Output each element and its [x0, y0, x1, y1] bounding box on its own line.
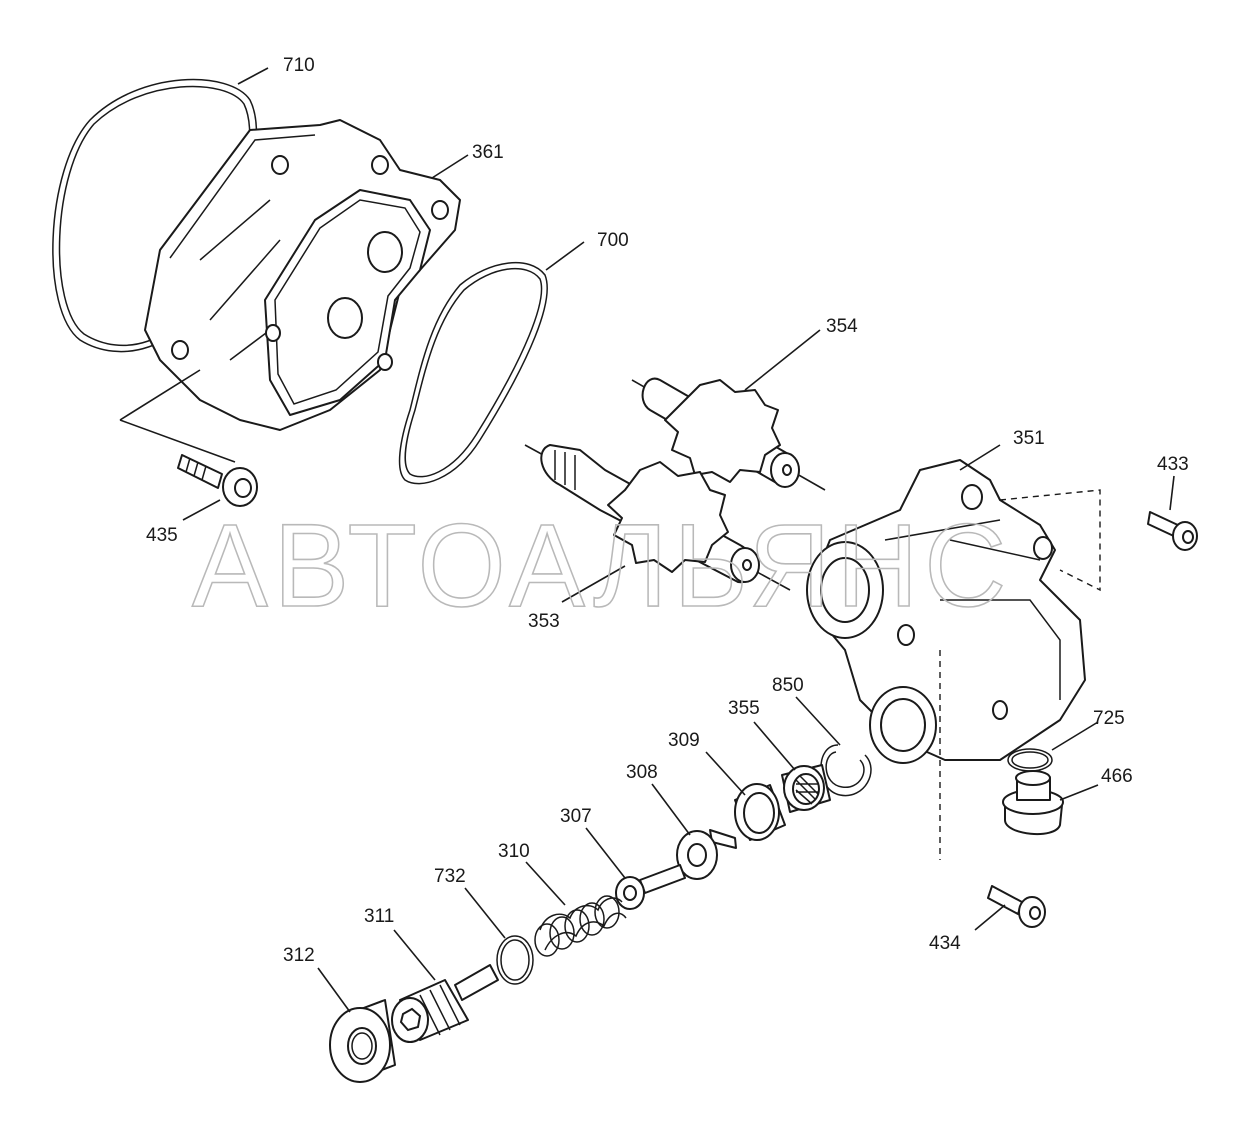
callout-311: 311 [364, 906, 394, 927]
leader-lines [182, 67, 1175, 1013]
callout-435: 435 [146, 525, 178, 546]
part-466-plug [1002, 770, 1064, 836]
callout-308: 308 [626, 762, 658, 783]
callout-312: 312 [283, 945, 315, 966]
callout-466: 466 [1101, 766, 1133, 787]
part-309-sleeve [734, 783, 786, 841]
part-351-pump-body [806, 459, 1101, 860]
part-308-piston [676, 829, 737, 880]
part-312-nut [329, 999, 396, 1083]
callout-433: 433 [1157, 454, 1189, 475]
callout-725: 725 [1093, 708, 1125, 729]
part-434-bolt [987, 885, 1046, 928]
part-850-snap-ring [820, 744, 872, 797]
part-433-bolt [1147, 511, 1198, 551]
callout-307: 307 [560, 806, 592, 827]
callout-354: 354 [826, 316, 858, 337]
callout-434: 434 [929, 933, 961, 954]
part-435-bolt [119, 369, 258, 507]
watermark: АВТОАЛЬЯНС [192, 500, 1012, 632]
callout-710: 710 [283, 55, 315, 76]
part-311-plug [391, 964, 499, 1043]
callout-353: 353 [528, 611, 560, 632]
part-310-spring [534, 895, 627, 957]
callouts: 710 361 700 354 351 433 435 353 850 355 … [146, 55, 1189, 966]
part-732-oring [496, 935, 534, 985]
callout-361: 361 [472, 142, 504, 163]
callout-732: 732 [434, 866, 466, 887]
callout-309: 309 [668, 730, 700, 751]
callout-850: 850 [772, 675, 804, 696]
part-355-filter [781, 764, 831, 813]
callout-700: 700 [597, 230, 629, 251]
callout-310: 310 [498, 841, 530, 862]
part-725-oring [1007, 748, 1053, 772]
part-354-gear-shaft [631, 377, 826, 491]
part-361-cover [144, 119, 461, 431]
part-307-valve [615, 864, 686, 910]
callout-351: 351 [1013, 428, 1045, 449]
callout-355: 355 [728, 698, 760, 719]
part-700-gasket [398, 262, 548, 485]
part-353-gear-shaft [524, 444, 791, 591]
